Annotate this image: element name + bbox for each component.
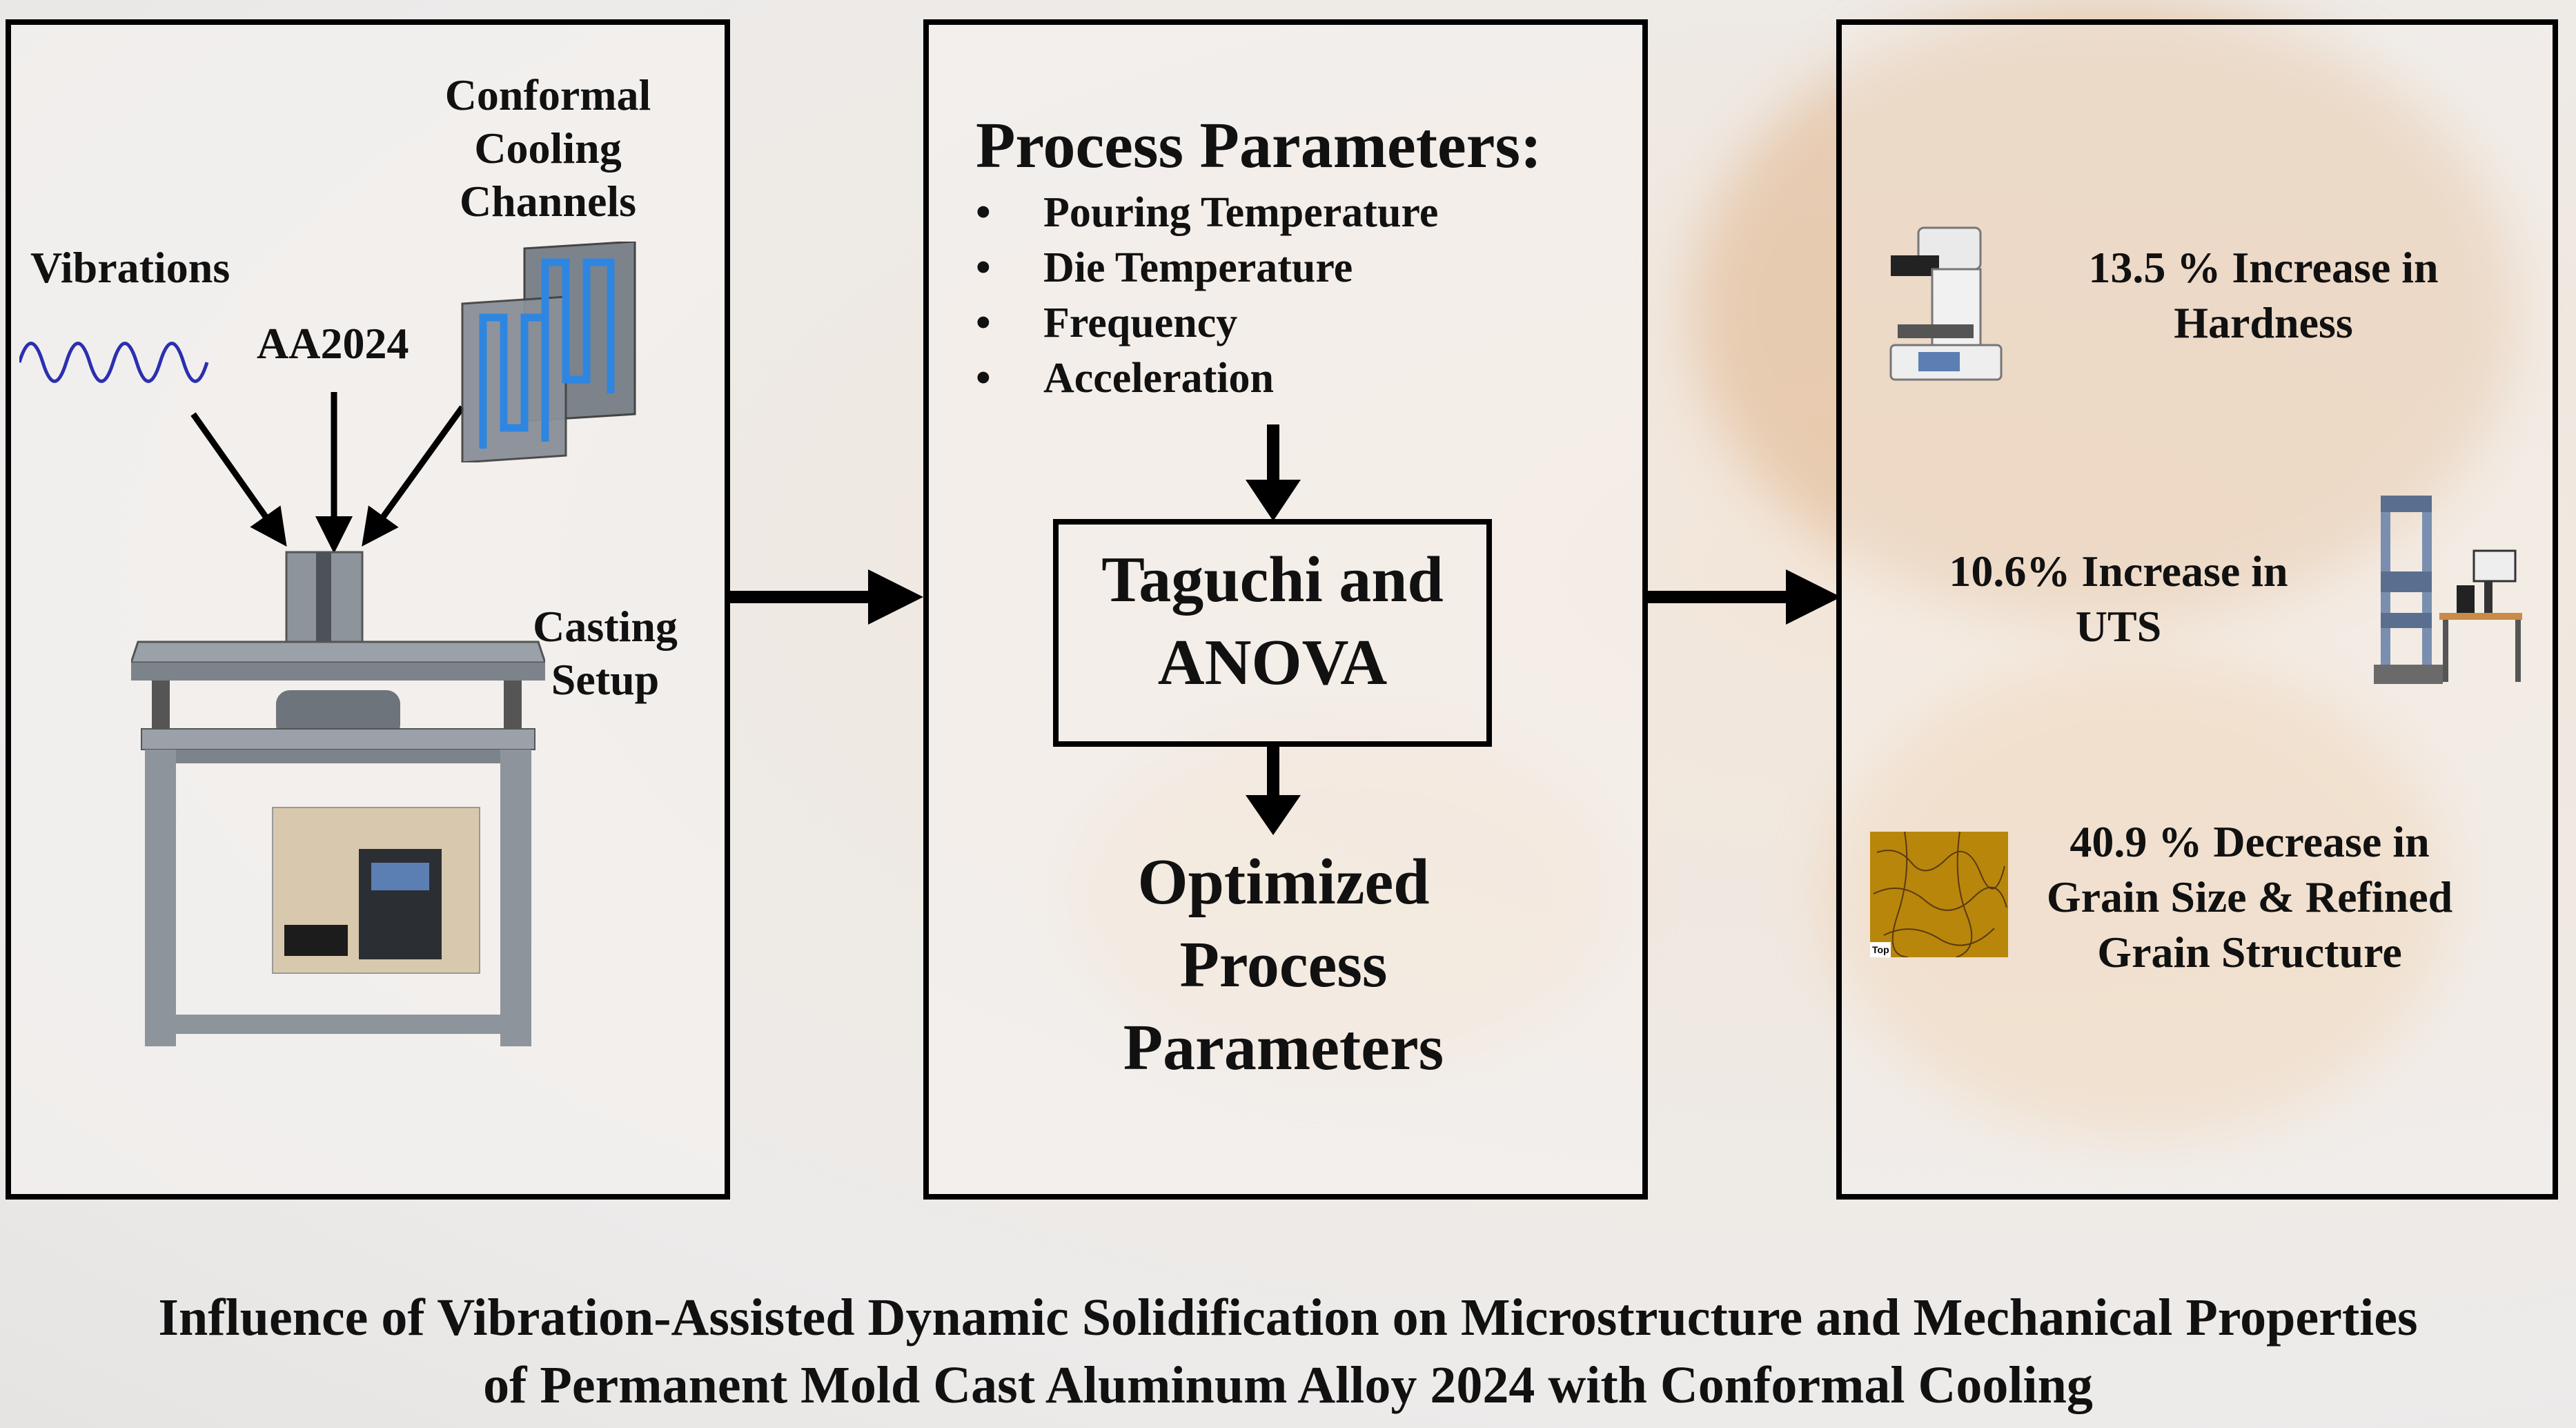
cooling-channels-label: Conformal Cooling Channels	[439, 69, 657, 228]
arrow-to-optimized	[1246, 747, 1301, 835]
casting-setup-icon	[131, 551, 545, 1046]
parameter-item: Acceleration	[976, 351, 1438, 406]
grain-line-3: Grain Structure	[2097, 928, 2402, 977]
hardness-tester-icon	[1889, 226, 2003, 381]
method-line-2: ANOVA	[1157, 627, 1388, 698]
uts-line-2: UTS	[2075, 602, 2162, 651]
casting-line-1: Casting	[533, 602, 678, 651]
method-line-1: Taguchi and	[1101, 544, 1444, 616]
input-arrows	[190, 392, 465, 552]
figure-title: Influence of Vibration-Assisted Dynamic …	[0, 1284, 2576, 1419]
casting-setup-label: Casting Setup	[519, 600, 691, 707]
result-line-3: Parameters	[1123, 1012, 1444, 1084]
process-parameters-heading: Process Parameters:	[976, 110, 1542, 182]
setup-panel	[6, 19, 730, 1200]
parameter-item: Frequency	[976, 295, 1438, 351]
result-line-1: Optimized	[1137, 846, 1430, 918]
grain-result: 40.9 % Decrease in Grain Size & Refined …	[2029, 814, 2470, 980]
grain-line-2: Grain Size & Refined	[2046, 872, 2453, 921]
arrow-to-parameters	[730, 569, 923, 625]
uts-result: 10.6% Increase in UTS	[1932, 544, 2305, 654]
hardness-result: 13.5 % Increase in Hardness	[2070, 240, 2457, 351]
arrow-to-results	[1648, 569, 1841, 625]
parameter-item: Pouring Temperature	[976, 185, 1438, 240]
parameter-item: Die Temperature	[976, 240, 1438, 295]
taguchi-anova-box	[1053, 519, 1492, 747]
taguchi-anova-label: Taguchi and ANOVA	[1053, 538, 1492, 704]
sine-wave-icon	[19, 342, 209, 383]
cooling-line-2: Cooling	[474, 123, 622, 173]
uts-line-1: 10.6% Increase in	[1949, 547, 2288, 596]
cooling-line-3: Channels	[459, 176, 637, 226]
cooling-line-1: Conformal	[444, 70, 651, 119]
casting-line-2: Setup	[551, 654, 660, 704]
title-line-2: of Permanent Mold Cast Aluminum Alloy 20…	[483, 1356, 2093, 1414]
micrograph-icon: Top	[1870, 832, 2008, 957]
vibrations-label: Vibrations	[30, 243, 230, 292]
grain-line-1: 40.9 % Decrease in	[2069, 817, 2430, 866]
tensile-tester-icon	[2374, 496, 2522, 684]
title-line-1: Influence of Vibration-Assisted Dynamic …	[158, 1289, 2418, 1347]
result-line-2: Process	[1179, 929, 1388, 1001]
optimized-parameters-label: Optimized Process Parameters	[1035, 841, 1532, 1089]
micrograph-tag: Top	[1872, 944, 1889, 955]
hardness-line-2: Hardness	[2174, 298, 2353, 347]
arrow-to-taguchi	[1246, 424, 1301, 521]
alloy-label: AA2024	[257, 319, 409, 368]
parameter-list: Pouring Temperature Die Temperature Freq…	[976, 185, 1438, 406]
hardness-line-1: 13.5 % Increase in	[2088, 243, 2439, 292]
results-panel	[1836, 19, 2558, 1200]
cooling-channel-icon	[461, 242, 636, 462]
